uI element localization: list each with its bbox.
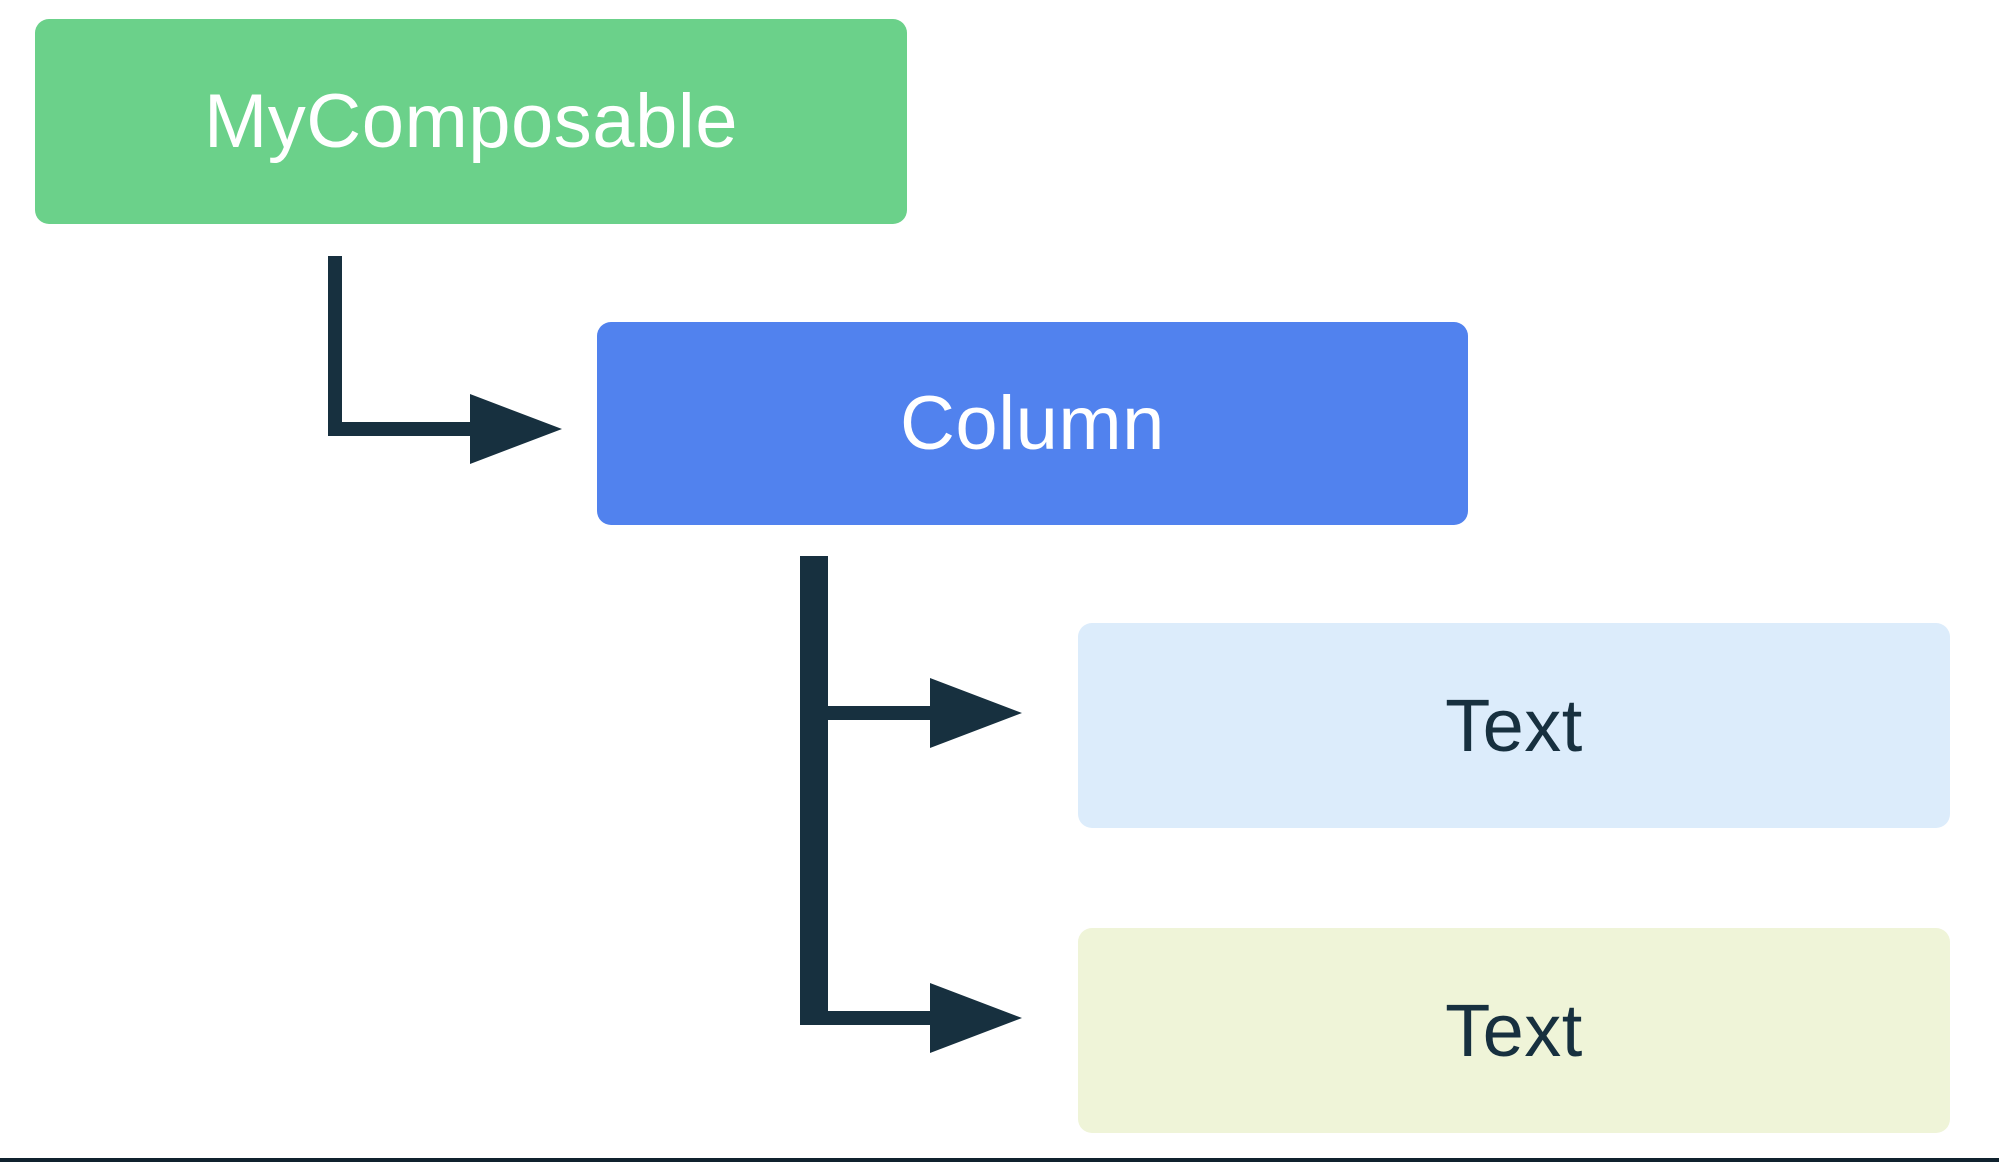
edge-column-text-2 — [800, 556, 1022, 1053]
edge-root-column — [328, 256, 562, 464]
node-my-composable-label: MyComposable — [204, 78, 738, 164]
edge-column-text-1 — [800, 556, 1022, 748]
node-column-label: Column — [900, 380, 1165, 466]
node-text-second-label: Text — [1445, 988, 1583, 1072]
node-text-second[interactable]: Text — [1078, 928, 1950, 1133]
node-text-first-label: Text — [1445, 683, 1583, 767]
node-column[interactable]: Column — [597, 322, 1468, 525]
bottom-divider — [0, 1158, 1999, 1162]
node-my-composable[interactable]: MyComposable — [35, 19, 907, 224]
node-text-first[interactable]: Text — [1078, 623, 1950, 828]
